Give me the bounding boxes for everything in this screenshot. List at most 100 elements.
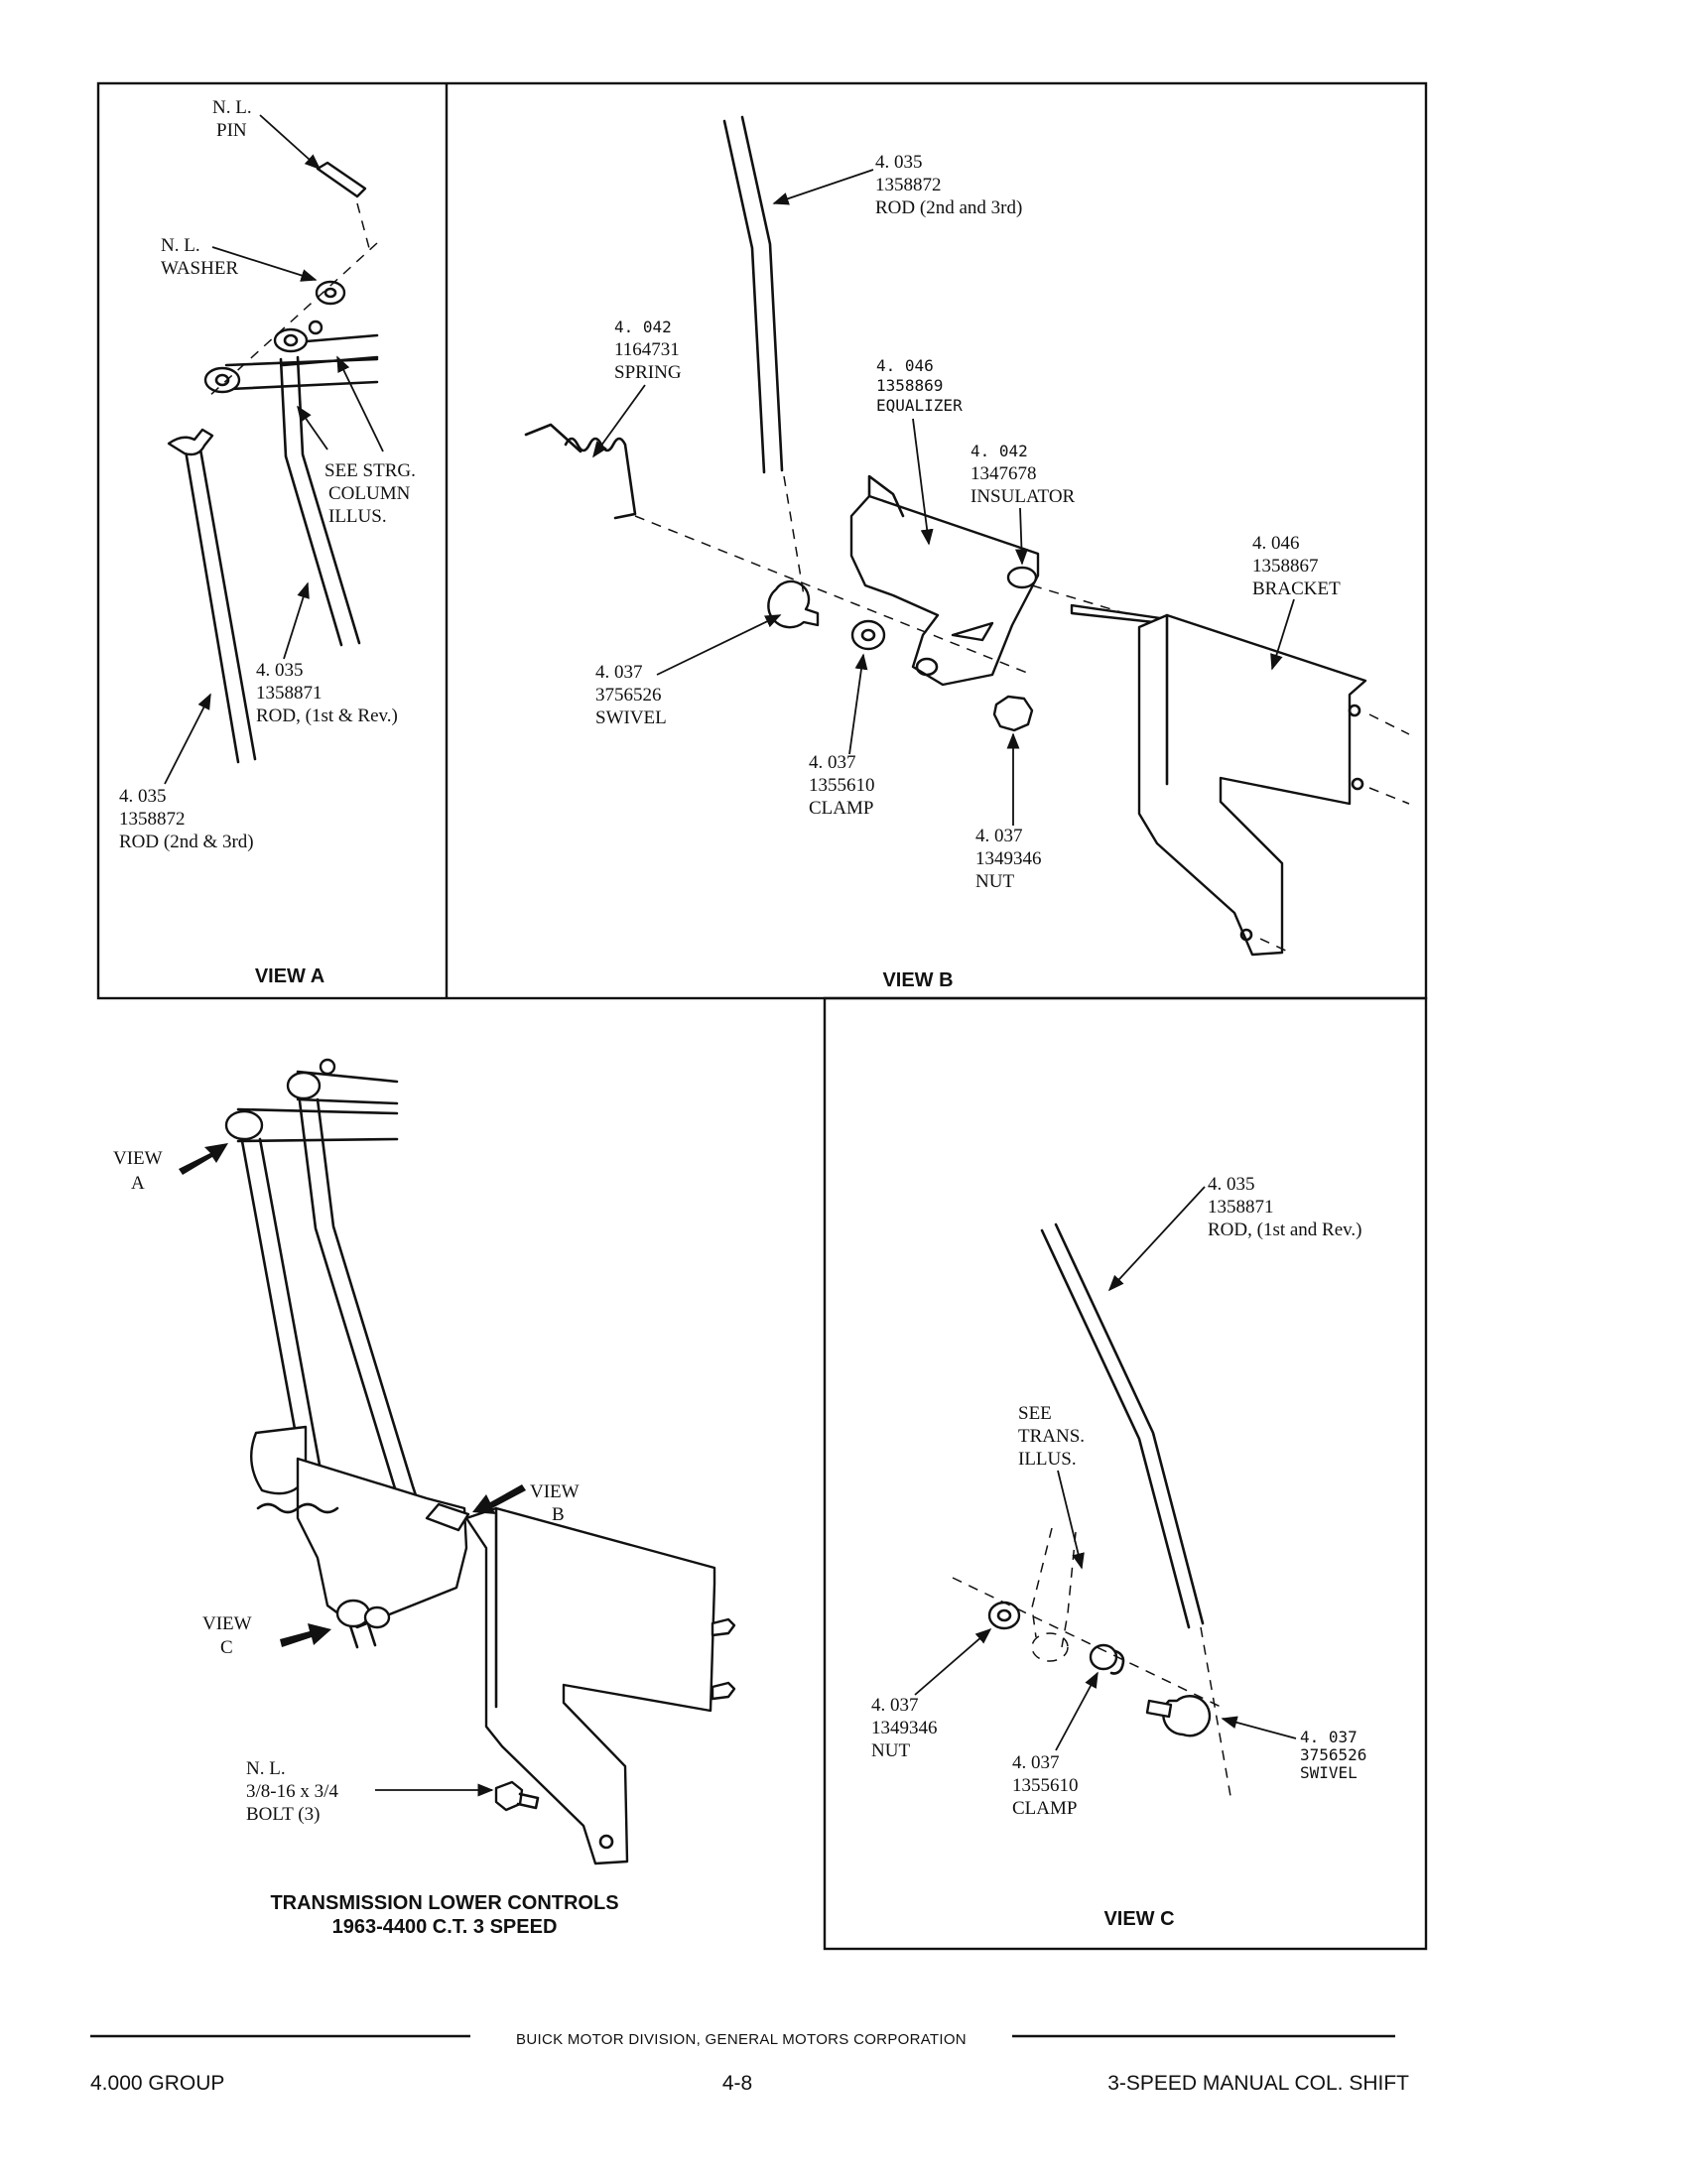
view-a-centerline xyxy=(356,202,370,249)
main-eye-c xyxy=(335,1599,371,1628)
equalizer-label: 4. 046 1358869 EQUALIZER xyxy=(876,356,963,415)
view-b-clamp-leader xyxy=(848,653,868,755)
view-b-centerline-4 xyxy=(1368,713,1410,735)
view-c-rod-leader xyxy=(1107,1186,1206,1292)
view-c-callout-arrow xyxy=(280,1623,331,1647)
main-column-lever-2 xyxy=(296,1070,399,1105)
spring-label: 4. 042 xyxy=(614,318,672,336)
main-spring xyxy=(256,1502,339,1514)
washer-icon xyxy=(315,280,346,306)
spring-hook xyxy=(524,423,582,453)
view-b-clamp-label: 4. 037 1355610 CLAMP xyxy=(809,752,879,819)
view-a-callout-arrow xyxy=(179,1143,228,1175)
view-c-trans-lever xyxy=(1031,1527,1077,1648)
bracket-leader xyxy=(1270,598,1295,671)
main-bracket xyxy=(464,1506,716,1865)
bracket-hole-3 xyxy=(1239,928,1253,942)
view-b-nut-label: 4. 037 1349346 NUT xyxy=(975,826,1046,892)
view-c-nut-leader xyxy=(914,1627,992,1696)
footer: BUICK MOTOR DIVISION, GENERAL MOTORS COR… xyxy=(90,2031,1409,2095)
equalizer-slot xyxy=(951,621,994,642)
view-c-clamp-icon xyxy=(1089,1643,1118,1671)
insulator-label-num: 4. 042 xyxy=(970,442,1028,460)
view-c-swivel-leader xyxy=(1221,1716,1297,1739)
main-stud xyxy=(319,1058,336,1076)
view-c-frame xyxy=(823,996,1428,1951)
view-c-swivel-label: 4. 037 3756526 SWIVEL xyxy=(1300,1728,1376,1782)
view-b-rod-leader xyxy=(772,169,874,205)
washer-hole xyxy=(323,287,337,299)
clamp-icon xyxy=(850,619,886,651)
view-c-panel: 4. 035 1358871 ROD, (1st and Rev.) SEE T… xyxy=(871,1174,1376,1930)
view-a-rod-2nd-3rd xyxy=(183,442,257,764)
view-frames xyxy=(96,81,1428,1951)
main-bracket-stud-1 xyxy=(711,1617,736,1637)
insulator-leader xyxy=(1015,507,1028,566)
view-a-lower-eye-hole xyxy=(214,373,230,387)
view-a-stud xyxy=(308,320,323,335)
rod-2nd-3rd-leader-a xyxy=(164,693,211,785)
footer-page-number: 4-8 xyxy=(722,2072,752,2095)
main-caption-line-2: 1963-4400 C.T. 3 SPEED xyxy=(332,1916,558,1938)
see-trans-label: SEE TRANS. ILLUS. xyxy=(1018,1403,1090,1470)
swivel-leader xyxy=(656,614,782,676)
rod-1st-rev-label: 4. 035 1358871 ROD, (1st & Rev.) xyxy=(256,660,398,726)
view-b-centerline-5 xyxy=(1368,787,1410,805)
bracket-hole-1 xyxy=(1348,704,1361,717)
main-equalizer xyxy=(296,1457,468,1629)
insulator-label: 1347678 INSULATOR xyxy=(970,463,1076,507)
bolt-icon xyxy=(494,1780,524,1812)
main-caption-line-1: TRANSMISSION LOWER CONTROLS xyxy=(270,1892,618,1914)
equalizer-ear xyxy=(867,474,905,518)
swivel-icon xyxy=(767,579,820,629)
view-c-nut-label: 4. 037 1349346 NUT xyxy=(871,1695,942,1761)
main-swivel xyxy=(425,1502,470,1532)
view-c-trans-eye xyxy=(1031,1632,1069,1662)
view-c-clamp-label: 4. 037 1355610 CLAMP xyxy=(1012,1752,1083,1819)
view-c-swivel-stem xyxy=(1145,1699,1173,1719)
footer-group: 4.000 GROUP xyxy=(90,2072,224,2095)
pin-leader xyxy=(259,114,322,171)
pin-icon xyxy=(316,161,367,198)
view-c-rod xyxy=(1040,1222,1205,1629)
see-trans-leader xyxy=(1057,1470,1085,1570)
see-column-label: SEE STRG. COLUMN ILLUS. xyxy=(324,460,421,527)
bolt-label: N. L. 3/8-16 x 3/4 BOLT (3) xyxy=(246,1758,343,1825)
main-column-lever-1 xyxy=(236,1107,399,1143)
insulator-icon xyxy=(1006,566,1038,589)
footer-division: BUICK MOTOR DIVISION, GENERAL MOTORS COR… xyxy=(516,2031,967,2048)
spring-label-rest: 1164731 SPRING xyxy=(614,339,685,383)
view-c-callout: VIEW C xyxy=(202,1613,256,1658)
footer-section: 3-SPEED MANUAL COL. SHIFT xyxy=(1107,2072,1409,2095)
nut-icon xyxy=(992,695,1034,732)
view-a-lower-eye xyxy=(203,366,241,394)
view-a-title: VIEW A xyxy=(255,965,324,987)
view-a-centerline-2 xyxy=(207,242,378,398)
clamp-hole xyxy=(860,628,876,642)
rod-2nd-3rd-label-a: 4. 035 1358872 ROD (2nd & 3rd) xyxy=(119,786,254,852)
view-b-title: VIEW B xyxy=(882,969,953,991)
rod-1st-rev-leader xyxy=(283,581,310,660)
view-b-centerline-6 xyxy=(1259,938,1291,954)
bracket-hole-2 xyxy=(1351,777,1364,791)
view-a-upper-eye-hole xyxy=(283,333,299,347)
see-column-leader-1 xyxy=(336,355,384,452)
spring-leader xyxy=(592,384,646,458)
main-bracket-hole xyxy=(598,1834,614,1850)
main-assembly: VIEW A VIEW B VIEW C N. L. 3/8-16 x 3/4 … xyxy=(113,1058,736,1938)
view-b-callout: VIEW B xyxy=(530,1481,583,1525)
view-c-clamp-tab xyxy=(1109,1649,1125,1675)
top-frame xyxy=(96,81,1428,1000)
view-a-rod-end xyxy=(167,428,214,456)
view-b-callout-arrow xyxy=(472,1484,526,1514)
view-b-panel: 4. 035 1358872 ROD (2nd and 3rd) 4. 042 … xyxy=(524,115,1410,991)
view-b-rod xyxy=(722,115,784,474)
washer-label: N. L. WASHER xyxy=(161,235,238,279)
view-a-upper-eye xyxy=(273,327,309,353)
bracket-icon xyxy=(1137,613,1367,957)
view-c-centerline-1 xyxy=(952,1577,1222,1708)
bracket-label: 4. 046 1358867 BRACKET xyxy=(1252,533,1341,599)
main-nut-c xyxy=(363,1606,391,1629)
view-a-rod-1st-rev xyxy=(279,355,361,647)
